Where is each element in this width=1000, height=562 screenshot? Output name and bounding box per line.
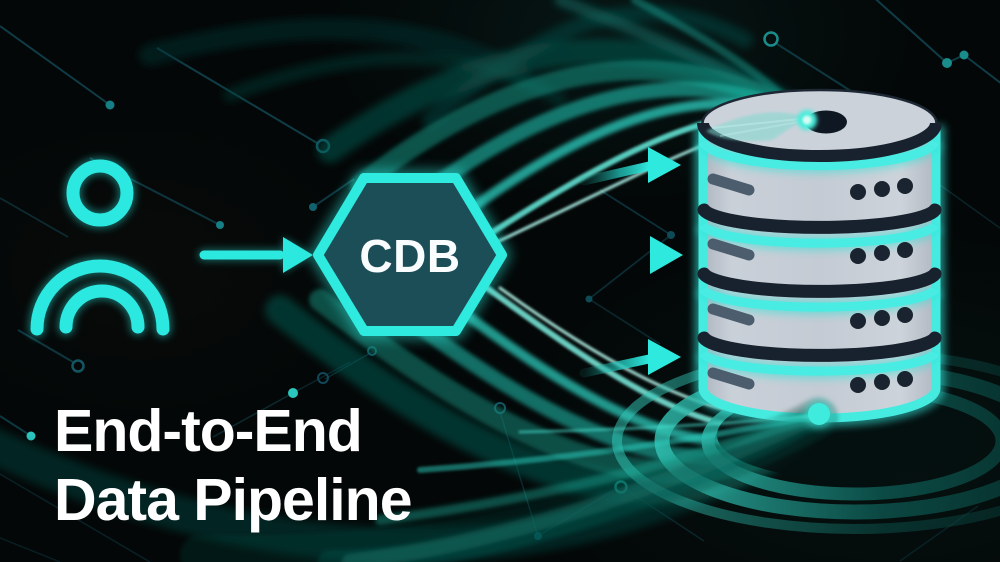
arrow-right-icon-bottom <box>579 339 681 378</box>
hexagon-label: CDB <box>359 230 461 282</box>
page-title: End-to-End Data Pipeline <box>54 397 413 535</box>
arrow-right-icon-top <box>579 147 681 186</box>
arrow-right-icon-middle <box>495 236 683 274</box>
circuit-node-dots <box>26 50 969 540</box>
beam-into-db <box>706 110 847 141</box>
title-line-2: Data Pipeline <box>54 467 413 533</box>
title-line-1: End-to-End <box>54 398 363 464</box>
db-slot-dashes <box>707 173 755 390</box>
db-input-arrows <box>495 147 683 378</box>
user-icon <box>28 157 172 338</box>
base-convergence-fan <box>180 398 838 562</box>
arrow-right-icon-user <box>198 237 313 273</box>
database-stack-icon <box>694 88 945 427</box>
db-led-dots <box>850 178 913 393</box>
hexagon-badge <box>309 169 511 340</box>
